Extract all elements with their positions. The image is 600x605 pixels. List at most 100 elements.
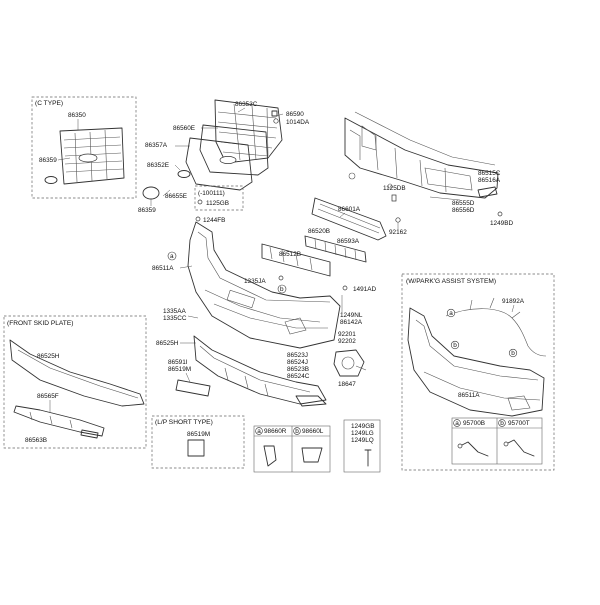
label-86593a: 86593A — [337, 238, 360, 245]
label-86520b: 86520B — [308, 228, 330, 235]
label-c350: 86350 — [68, 112, 86, 119]
label-86655e: 86655E — [165, 193, 187, 200]
label-86591i: 86591I — [168, 359, 188, 366]
callout-b-2-letter: b — [453, 342, 457, 349]
park-assist-title: (W/PARK'G ASSIST SYSTEM) — [406, 278, 496, 285]
lp-short-title: (L/P SHORT TYPE) — [155, 419, 213, 426]
park-assist-group: (W/PARK'G ASSIST SYSTEM) 91892A a b b 86… — [401, 273, 555, 471]
label-86555d: 86555D — [452, 200, 475, 207]
cell-98660l: 98660L — [302, 428, 324, 435]
bolt-group: (-100111) 1125GB 1244FB — [194, 185, 244, 224]
label-1244fb: 1244FB — [203, 217, 225, 224]
label-86525h: 86525H — [156, 340, 179, 347]
grille-shell — [214, 99, 283, 164]
bolt-code-cell: 1249GB 1249LG 1249LQ — [343, 419, 381, 473]
bumper-park-assist — [407, 307, 545, 417]
label-1491ad: 1491AD — [353, 286, 376, 293]
fog-lamp — [333, 349, 367, 377]
label-18647: 18647 — [338, 381, 356, 388]
bolt-code-3: 1249LQ — [351, 437, 374, 444]
bolt — [364, 449, 372, 467]
grille-frame — [199, 124, 269, 176]
cover-part-a — [263, 445, 277, 467]
label-86357a: 86357A — [145, 142, 168, 149]
label-86556d: 86556D — [452, 207, 475, 214]
bolt-box — [194, 185, 244, 211]
emblem-small — [177, 170, 191, 178]
c-type-title: (C TYPE) — [35, 100, 63, 107]
label-86560e: 86560E — [173, 125, 195, 132]
label-86353c: 86353C — [235, 101, 258, 108]
lp-bracket — [187, 439, 205, 457]
label-86352e: 86352E — [147, 162, 169, 169]
bolt-code-1: 1249GB — [351, 423, 374, 430]
label-100111: (-100111) — [198, 190, 225, 197]
label-86511a-park: 86511A — [458, 392, 480, 399]
callout-a-2 — [446, 308, 456, 318]
sensor-b — [505, 439, 535, 457]
cell-95700t: 95700T — [508, 420, 530, 427]
c-type-box — [31, 96, 137, 199]
label-86519m: 86519M — [168, 366, 191, 373]
main-grille-group: 86353C 86590 1014DA 86560E 86357A 86352E… — [138, 99, 310, 214]
label-c359: 86359 — [39, 157, 57, 164]
lp-short-box — [151, 415, 245, 469]
label-86525h-skid: 86525H — [37, 353, 60, 360]
label-86359: 86359 — [138, 207, 156, 214]
lower-grille — [193, 335, 327, 405]
plate-bracket — [175, 379, 211, 397]
label-86524j: 86524J — [287, 359, 308, 366]
callout-b-3-letter: b — [511, 350, 515, 357]
label-86523j: 86523J — [287, 352, 308, 359]
label-1125gb: 1125GB — [206, 200, 229, 207]
label-1014da: 1014DA — [286, 119, 310, 126]
grille-garnish — [185, 137, 253, 191]
cell-b-letter-right: b — [500, 420, 504, 427]
label-86519m-lp: 86519M — [187, 431, 210, 438]
label-1249nl: 1249NL — [340, 312, 363, 319]
label-86511a: 86511A — [152, 265, 174, 272]
label-91892a: 91892A — [502, 298, 525, 305]
label-86590: 86590 — [286, 111, 304, 118]
callout-a-1 — [167, 251, 177, 261]
skid-plate-title: (FRONT SKID PLATE) — [7, 320, 73, 327]
sensor-cover-table: a 98660R b 98660L — [253, 425, 331, 473]
radiator-support — [344, 111, 499, 199]
cell-a-letter-left: a — [257, 428, 261, 435]
label-86515c: 86515C — [478, 170, 501, 177]
upper-bracket — [261, 243, 331, 277]
label-92201: 92201 — [338, 331, 356, 338]
label-86563b: 86563B — [25, 437, 47, 444]
c-type-grille — [59, 127, 125, 185]
label-86142a: 86142A — [340, 319, 363, 326]
c-type-emblem — [44, 176, 58, 184]
label-1335cc: 1335CC — [163, 315, 187, 322]
skid-plate-lower — [13, 405, 105, 437]
callout-a-2-letter: a — [449, 310, 453, 317]
cell-95700b: 95700B — [463, 420, 485, 427]
label-92202: 92202 — [338, 338, 356, 345]
cell-b-letter-left: b — [295, 428, 299, 435]
park-assist-box — [401, 273, 555, 471]
cover-part-b — [301, 447, 323, 463]
c-type-group: (C TYPE) 86350 86359 — [31, 96, 137, 199]
callout-b-1-letter: b — [280, 286, 284, 293]
label-1335aa: 1335AA — [163, 308, 186, 315]
latch — [477, 186, 498, 198]
callout-a-1-letter: a — [170, 253, 174, 260]
callout-b-2 — [450, 340, 460, 350]
label-86601a: 86601A — [338, 206, 361, 213]
cell-a-letter-right: a — [455, 420, 459, 427]
energy-absorber — [304, 235, 367, 263]
front-bumper-cover — [187, 221, 341, 349]
bolt-code-2: 1249LG — [351, 430, 374, 437]
lp-short-group: (L/P SHORT TYPE) 86519M — [151, 415, 245, 469]
label-92162: 92162 — [389, 229, 407, 236]
label-86524c: 86524C — [287, 373, 310, 380]
skid-plate-box — [3, 315, 147, 449]
label-1249bd: 1249BD — [490, 220, 513, 227]
label-86516a: 86516A — [478, 177, 501, 184]
label-1125db: 1125DB — [383, 185, 406, 192]
sensor-a — [459, 441, 489, 457]
